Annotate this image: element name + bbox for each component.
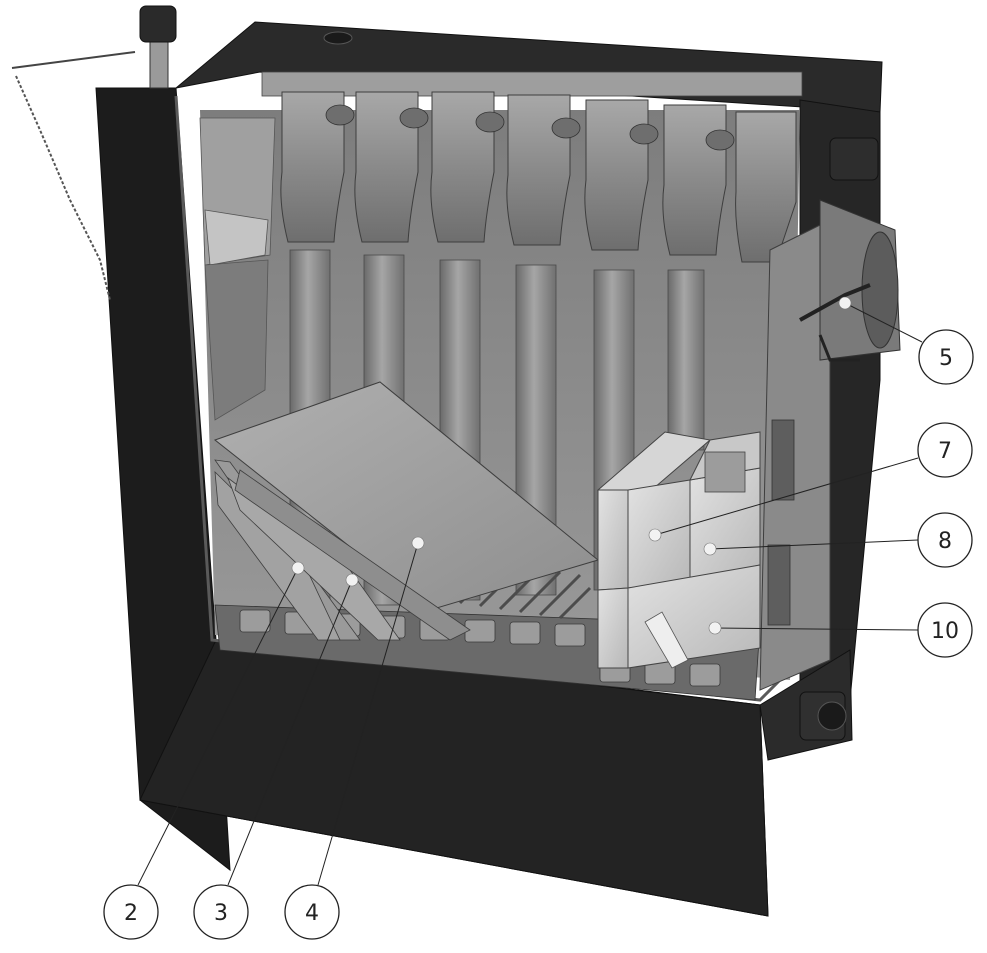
brick-slot (704, 451, 746, 493)
anchor-dot (703, 542, 717, 556)
top-plug (323, 31, 353, 45)
callout-label: 5 (939, 346, 953, 371)
anchor-dot (411, 536, 425, 550)
valve-handle (139, 5, 177, 43)
anchor-dot (345, 573, 359, 587)
rear-wall (759, 137, 901, 741)
top-pipe-fitting (829, 137, 879, 181)
callout-5: 5 (918, 329, 974, 385)
brick-insert (644, 611, 689, 669)
leader-line-4 (317, 542, 419, 886)
exchanger-top-bar (261, 71, 803, 97)
brick-upper-left (597, 489, 629, 591)
callout-label: 3 (214, 901, 228, 926)
anchor-dot (648, 528, 662, 542)
callout-label: 2 (124, 901, 138, 926)
callout-10: 10 (917, 602, 973, 658)
valve-stem (149, 39, 169, 89)
leader-line-2 (137, 567, 299, 886)
inner-shelf (204, 209, 269, 266)
rear-slot (771, 419, 795, 501)
exchanger-section (735, 111, 797, 263)
leader-line-10 (714, 627, 919, 631)
baffle-support-leg-c (234, 469, 471, 641)
callout-3: 3 (193, 884, 249, 940)
callout-8: 8 (917, 512, 973, 568)
baffle-assembly (213, 381, 600, 641)
callout-7: 7 (917, 422, 973, 478)
anchor-dot (708, 621, 722, 635)
flue-opening (861, 231, 899, 349)
leader-line-5 (844, 302, 923, 343)
leader-line-8 (709, 539, 919, 550)
inner-left-wall-lower (204, 259, 269, 421)
callouts: 2 3 4 5 7 8 10 (103, 296, 974, 940)
rear-slot (767, 544, 791, 626)
callout-label: 4 (305, 901, 319, 926)
damper-lever (799, 283, 871, 322)
callout-4: 4 (284, 884, 340, 940)
leader-line-3 (227, 579, 353, 886)
section-ports (325, 104, 735, 151)
callout-label: 8 (938, 529, 952, 554)
draft-rod (11, 51, 136, 69)
draft-chain (15, 75, 111, 301)
top-fittings (11, 5, 353, 301)
anchor-dot (291, 561, 305, 575)
brick-lower-left (597, 587, 629, 669)
callout-label: 7 (938, 439, 952, 464)
callout-2: 2 (103, 884, 159, 940)
callout-label: 10 (931, 619, 959, 644)
anchor-dot (838, 296, 852, 310)
leader-line-7 (654, 457, 919, 536)
damper-lever-arm (818, 334, 860, 362)
bottom-pipe-bore (817, 701, 847, 731)
